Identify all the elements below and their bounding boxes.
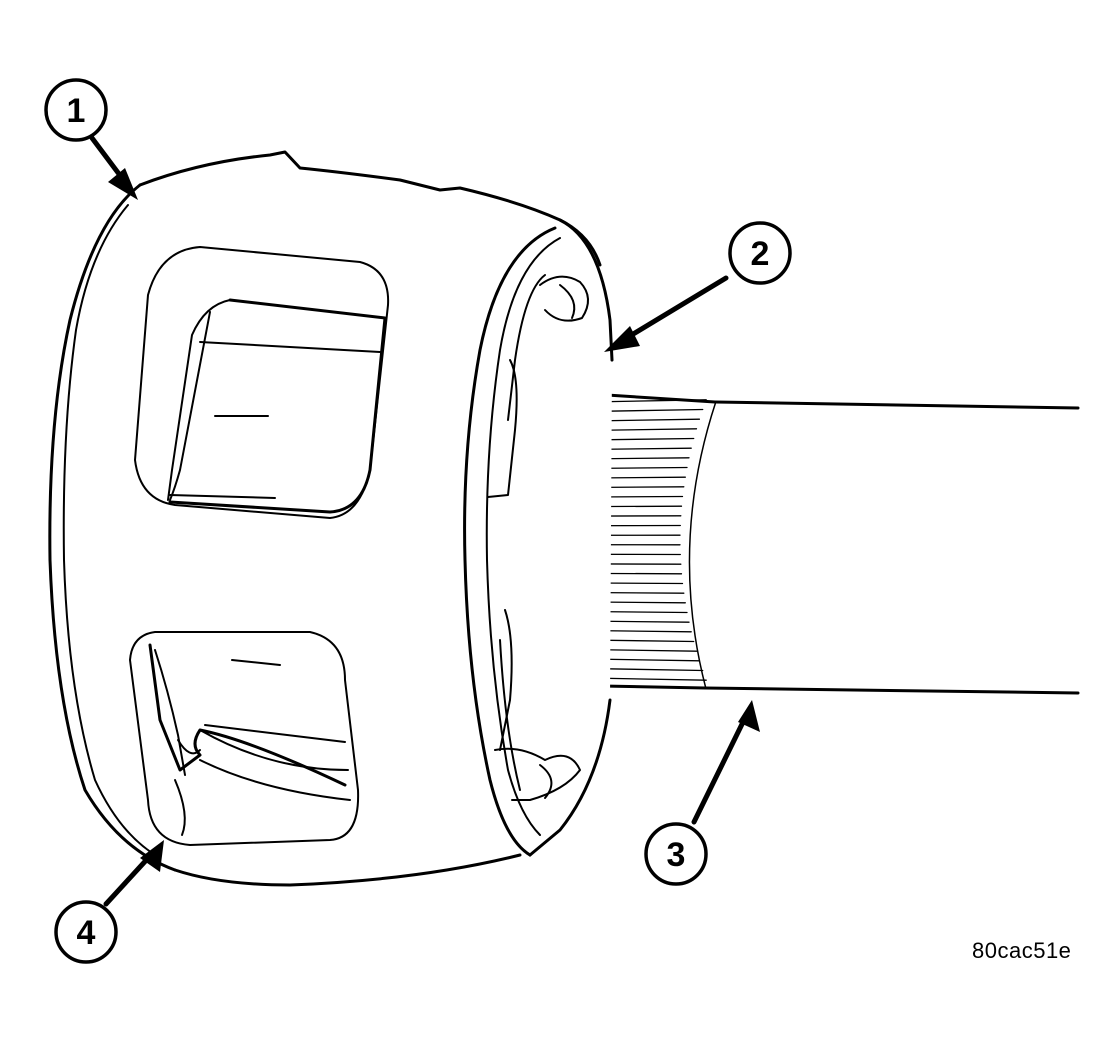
- leader-arrow-2: [604, 275, 729, 352]
- cv-housing: [48, 150, 614, 887]
- svg-text:1: 1: [67, 92, 86, 130]
- leader-arrow-1: [89, 135, 138, 200]
- svg-text:4: 4: [77, 914, 96, 952]
- callout-4: 4: [54, 900, 118, 964]
- svg-text:3: 3: [667, 836, 686, 874]
- callout-1: 1: [44, 78, 108, 142]
- callout-2: 2: [728, 221, 792, 285]
- leader-arrow-3: [691, 700, 760, 825]
- svg-text:2: 2: [751, 235, 770, 273]
- axle-shaft: [687, 400, 1080, 695]
- leader-arrow-4: [103, 840, 164, 907]
- callout-3: 3: [644, 822, 708, 886]
- figure-code: 80cac51e: [972, 938, 1072, 963]
